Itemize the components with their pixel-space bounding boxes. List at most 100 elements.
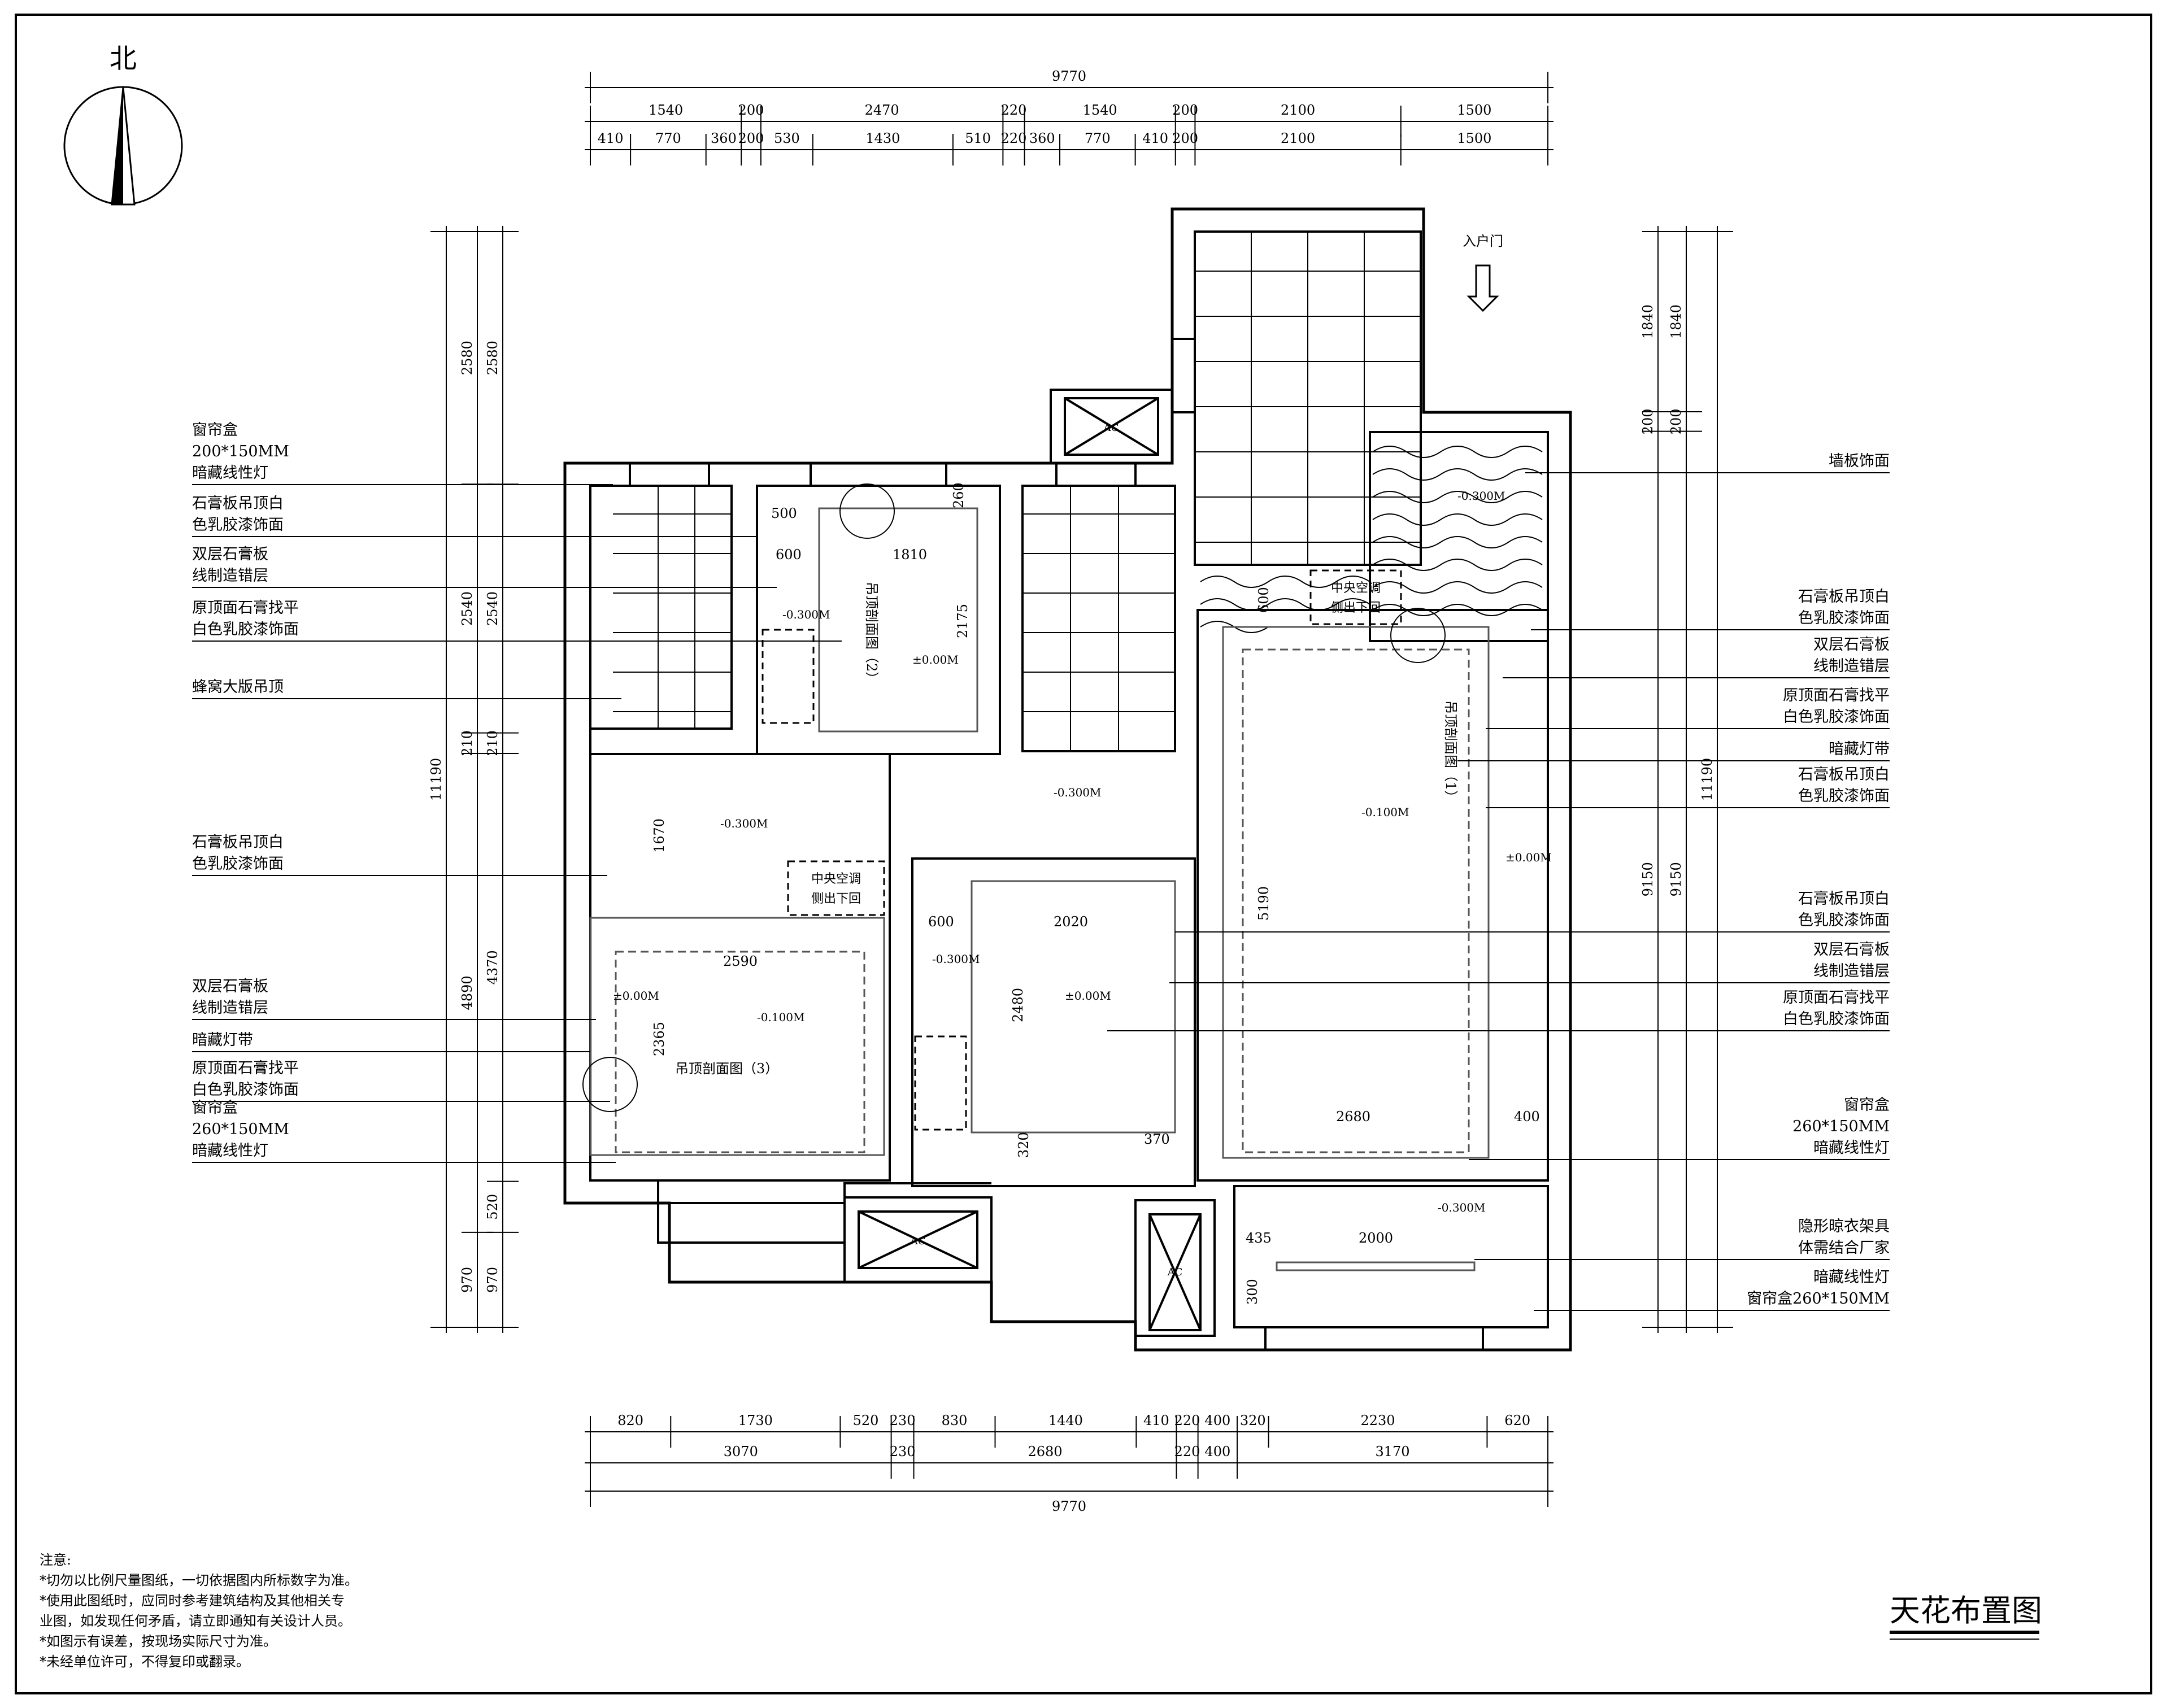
left-col2-0: 2580 (485, 341, 501, 375)
ac-unit-label-1: AC (1103, 422, 1119, 434)
title-block: 天花布置图 (1890, 1593, 2042, 1640)
window-top-3 (1055, 462, 1137, 487)
drawing-title: 天花布置图 (1890, 1593, 2042, 1628)
bottom-row1-1: 1730 (738, 1413, 773, 1428)
left-label-6-line-1: 线制造错层 (192, 999, 268, 1017)
top-row2-12: 2100 (1281, 130, 1315, 146)
right-col2-2: 9150 (1668, 862, 1684, 896)
bottom-row1-3: 230 (890, 1413, 916, 1428)
left-label-5-line-1: 色乳胶漆饰面 (192, 855, 284, 873)
ac-vent-2 (787, 860, 885, 916)
elev-3: -0.300M (1054, 786, 1102, 799)
top-row2-3: 200 (738, 130, 764, 146)
bottom-row1-7: 220 (1174, 1413, 1200, 1428)
left-label-9-line-0: 窗帘盒 (192, 1099, 238, 1117)
kitchen-left (589, 485, 733, 730)
top-row1-0: 1540 (649, 102, 683, 118)
elev-12: -0.300M (1457, 489, 1505, 503)
sheet-border (15, 14, 2152, 1694)
notes-block: 注意:*切勿以比例尺量图纸，一切依据图内所标数字为准。*使用此图纸时，应同时参考… (40, 1552, 358, 1670)
left-label-0-line-2: 暗藏线性灯 (192, 464, 268, 482)
room-dim-370: 370 (1144, 1131, 1170, 1147)
wall-panel-texture (1200, 446, 1543, 633)
ac-units (858, 397, 1202, 1331)
section-1-label: 吊顶剖面图（1） (1443, 700, 1459, 804)
top-row2-11: 200 (1172, 130, 1198, 146)
window-bottom-right (1264, 1326, 1484, 1351)
right-total-0: 11190 (1699, 758, 1715, 801)
elev-7: -0.300M (932, 952, 980, 966)
right-label-8-line-1: 白色乳胶漆饰面 (1783, 1010, 1890, 1028)
ac-unit-label-2: AC (910, 1235, 926, 1247)
left-label-9-line-2: 暗藏线性灯 (192, 1142, 268, 1160)
right-label-10-line-1: 体需结合厂家 (1798, 1239, 1890, 1257)
top-row2-2: 360 (711, 130, 737, 146)
ac-vent-4 (1309, 569, 1402, 625)
inner-wall (589, 486, 991, 1244)
bottom-row1-6: 410 (1143, 1413, 1169, 1428)
right-label-1-line-0: 石膏板吊顶白 (1798, 588, 1890, 605)
ac-vent-4-line2: 侧出下回 (1331, 601, 1381, 615)
room-dim-260: 260 (951, 482, 967, 508)
bottom-row2-4: 400 (1204, 1444, 1230, 1459)
left-label-2-line-0: 双层石膏板 (192, 546, 268, 563)
room-dim-435: 435 (1246, 1230, 1272, 1246)
bottom-row1-10: 2230 (1360, 1413, 1395, 1428)
bottom-row1-5: 1440 (1048, 1413, 1083, 1428)
room-dim-2000: 2000 (1359, 1230, 1393, 1246)
top-row1-6: 2100 (1281, 102, 1315, 118)
window-top-2 (810, 462, 947, 487)
left-label-3-line-1: 白色乳胶漆饰面 (192, 621, 299, 638)
right-label-3-line-1: 白色乳胶漆饰面 (1783, 708, 1890, 726)
elev-9: ±0.00M (613, 989, 659, 1003)
bottom-row1-11: 620 (1504, 1413, 1530, 1428)
top-row2-4: 530 (774, 130, 800, 146)
room-dim-400: 400 (1514, 1109, 1540, 1125)
right-label-6-line-1: 色乳胶漆饰面 (1798, 912, 1890, 929)
left-col1-2: 210 (459, 730, 475, 756)
right-col1-1: 200 (1640, 408, 1656, 434)
note-line-5: *未经单位许可，不得复印或翻录。 (40, 1654, 250, 1670)
room-dim-600a: 600 (776, 547, 802, 563)
bottom-row1-0: 820 (617, 1413, 643, 1428)
top-row1-3: 220 (1001, 102, 1027, 118)
entrance-label: 入户门 (1463, 233, 1503, 249)
elev-2: ±0.00M (912, 653, 959, 666)
living-room (1196, 609, 1549, 1182)
room-dim-1810: 1810 (893, 547, 927, 563)
room-dim-1670: 1670 (651, 818, 667, 853)
elev-5: -0.100M (1361, 805, 1409, 819)
room-dim-2680: 2680 (1336, 1109, 1370, 1125)
left-label-0-line-1: 200*150MM (192, 443, 289, 460)
right-label-5-line-0: 石膏板吊顶白 (1798, 766, 1890, 783)
top-row2-10: 410 (1142, 130, 1168, 146)
ac-vent-4-line1: 中央空调 (1331, 581, 1381, 595)
left-col2-2: 210 (485, 730, 501, 756)
room-dim-5190: 5190 (1256, 886, 1272, 921)
section-markers (582, 483, 1446, 1112)
left-label-6-line-0: 双层石膏板 (192, 978, 268, 995)
elev-10: -0.100M (757, 1010, 805, 1024)
window-bottom-left (668, 1202, 846, 1244)
right-label-11-line-1: 窗帘盒260*150MM (1747, 1290, 1890, 1308)
left-col1-4: 970 (459, 1267, 475, 1293)
right-label-5-line-1: 色乳胶漆饰面 (1798, 787, 1890, 805)
bottom-total-0: 9770 (1052, 1498, 1086, 1514)
entrance-arrow (1467, 264, 1499, 312)
left-dimensions: 1119025802540210489097025802540210437052… (428, 226, 519, 1333)
ac-vents: 中央空调 侧出下回 中央空调 侧出下回 (762, 569, 1402, 1131)
top-row2-13: 1500 (1457, 130, 1491, 146)
right-label-3-line-0: 原顶面石膏找平 (1783, 687, 1890, 704)
top-row2-8: 360 (1029, 130, 1055, 146)
left-label-9-line-1: 260*150MM (192, 1121, 289, 1138)
room-dim-320: 320 (1016, 1132, 1032, 1158)
right-label-1-line-1: 色乳胶漆饰面 (1798, 609, 1890, 627)
room-dim-2175: 2175 (955, 604, 971, 638)
left-annotations: 窗帘盒200*150MM暗藏线性灯石膏板吊顶白色乳胶漆饰面双层石膏板线制造错层原… (192, 421, 842, 1163)
note-line-4: *如图示有误差，按现场实际尺寸为准。 (40, 1633, 277, 1649)
right-label-0-line-0: 墙板饰面 (1829, 452, 1890, 470)
top-row2-5: 1430 (865, 130, 900, 146)
bottom-row2-2: 2680 (1028, 1444, 1062, 1459)
right-label-2-line-1: 线制造错层 (1813, 657, 1890, 675)
